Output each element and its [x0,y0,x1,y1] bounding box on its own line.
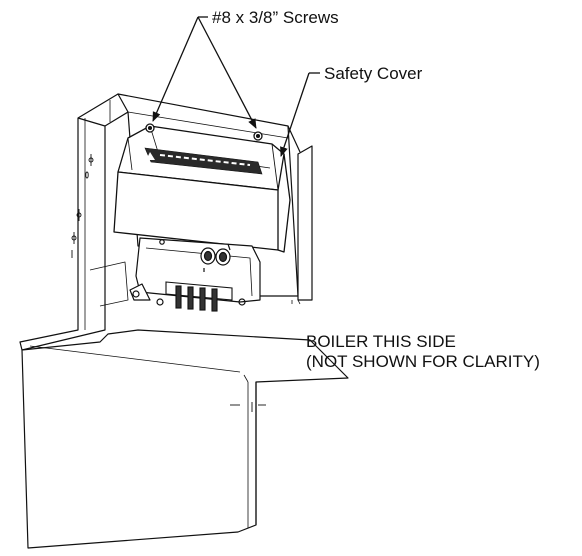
screws-leader-right [197,16,257,129]
screws [145,123,263,141]
left-side-panel [19,93,129,351]
cover-leader [280,72,310,157]
screws-leader-left [152,16,199,122]
knob-pair [200,243,231,272]
terminal-block [165,281,233,312]
warning-label [144,147,263,175]
note-line-1: BOILER THIS SIDE [306,332,456,351]
safety-cover-callout-label: Safety Cover [324,64,423,83]
leader-lines [152,16,320,157]
note-line-2: (NOT SHOWN FOR CLARITY) [306,352,540,371]
safety-cover [113,125,291,253]
lower-front-panel [21,329,349,549]
panel-screw-holes [71,154,94,258]
screws-callout-label: #8 x 3/8” Screws [212,8,339,27]
boiler-side-note: BOILER THIS SIDE (NOT SHOWN FOR CLARITY) [306,332,540,372]
lower-panel-holes [230,402,266,412]
